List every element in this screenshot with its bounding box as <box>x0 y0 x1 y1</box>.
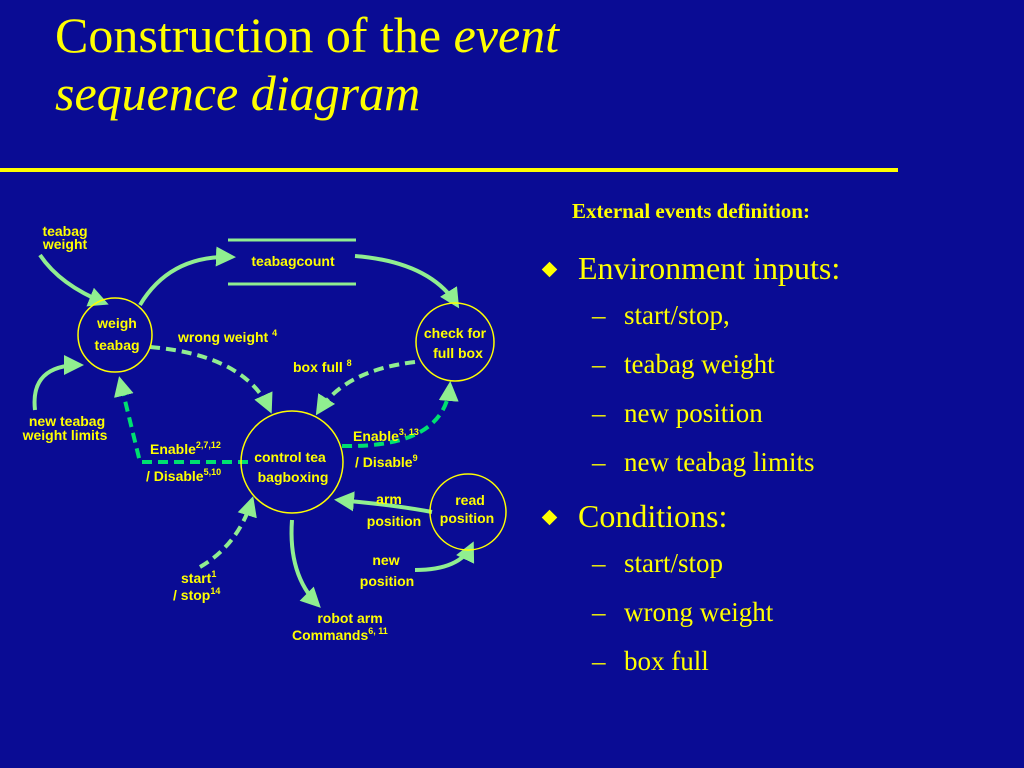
label-disable-right: / Disable9 <box>355 453 418 470</box>
bullet-label: Environment inputs: <box>578 250 841 286</box>
bullet-conditions: Conditions: <box>540 493 840 539</box>
flow-start-stop <box>198 496 257 569</box>
node-read-position: read position <box>429 473 507 551</box>
flow-read-to-control <box>334 491 433 514</box>
sub-bullet-text: box full <box>624 646 709 676</box>
label-enable-left: Enable2,7,12 <box>150 440 221 457</box>
flow-new-position <box>414 541 475 572</box>
label-arm-position-2: position <box>367 513 421 529</box>
title-rule <box>0 168 898 172</box>
label-commands: Commands6, 11 <box>292 626 388 643</box>
flow-new-limits <box>32 355 84 411</box>
label-box-full: box full 8 <box>293 358 352 375</box>
sub-bullet: –new teabag limits <box>540 438 840 487</box>
label-new-limits-2: weight limits <box>22 427 108 443</box>
dash-icon: – <box>592 398 606 428</box>
svg-text:bagboxing: bagboxing <box>258 469 329 485</box>
dash-icon: – <box>592 300 606 330</box>
label-wrong-weight: wrong weight 4 <box>177 328 277 345</box>
bullet-environment-inputs: Environment inputs: <box>540 245 840 291</box>
dash-icon: – <box>592 646 606 676</box>
sub-bullet: –teabag weight <box>540 340 840 389</box>
label-robot-arm: robot arm <box>317 610 382 626</box>
label-new-position-2: position <box>360 573 414 589</box>
flow-wrong-weight <box>149 345 273 414</box>
label-teabag-weight-1: teabag <box>42 223 87 239</box>
sub-bullet: –start/stop <box>540 539 840 588</box>
sub-bullet: –wrong weight <box>540 588 840 637</box>
store-label: teabagcount <box>251 253 335 269</box>
svg-text:control tea: control tea <box>254 449 326 465</box>
store-teabagcount: teabagcount <box>228 238 356 286</box>
sub-bullet: –new position <box>540 389 840 438</box>
node-control-teabagboxing: control tea bagboxing <box>240 410 344 514</box>
sub-bullet: –start/stop, <box>540 291 840 340</box>
label-new-limits-1: new teabag <box>29 413 105 429</box>
label-new-position-1: new <box>372 552 399 568</box>
slide-title: Construction of the event sequence diagr… <box>55 6 559 122</box>
dash-icon: – <box>592 548 606 578</box>
sub-bullet-text: start/stop, <box>624 300 730 330</box>
node-weigh-teabag: weigh teabag <box>77 297 153 373</box>
svg-text:position: position <box>440 510 494 526</box>
label-stop: / stop14 <box>173 586 220 603</box>
dash-icon: – <box>592 597 606 627</box>
flow-teabag-weight <box>38 253 109 307</box>
title-italic-2: sequence diagram <box>55 65 421 121</box>
dash-icon: – <box>592 447 606 477</box>
svg-text:read: read <box>455 492 485 508</box>
dash-icon: – <box>592 349 606 379</box>
flow-box-full <box>315 360 416 416</box>
title-italic-1: event <box>453 7 560 63</box>
flow-control-to-robot <box>289 519 321 608</box>
title-plain: Construction of the <box>55 7 454 63</box>
flow-count-to-check <box>354 254 460 309</box>
sub-bullet: –box full <box>540 637 840 686</box>
label-start: start1 <box>181 569 216 586</box>
external-events-heading: External events definition: <box>572 199 810 223</box>
bullet-label: Conditions: <box>578 498 728 534</box>
node-check-full-box: check for full box <box>415 302 495 382</box>
label-disable-left: / Disable5,10 <box>146 467 221 484</box>
bullet-list: Environment inputs: –start/stop, –teabag… <box>540 245 840 686</box>
svg-text:weigh: weigh <box>96 315 137 331</box>
label-enable-right: Enable3, 13 <box>353 427 419 444</box>
flow-enable-right <box>341 381 459 449</box>
svg-text:teabag: teabag <box>94 337 139 353</box>
sub-bullet-text: start/stop <box>624 548 723 578</box>
svg-text:full box: full box <box>433 345 483 361</box>
svg-text:check for: check for <box>424 325 487 341</box>
sub-bullet-text: new position <box>624 398 763 428</box>
flow-weigh-to-count <box>138 246 236 307</box>
label-teabag-weight-2: weight <box>42 236 88 252</box>
flow-enable-left <box>114 376 248 464</box>
sub-bullet-text: wrong weight <box>624 597 774 627</box>
sub-bullet-text: teabag weight <box>624 349 775 379</box>
label-arm-position-1: arm <box>376 491 402 507</box>
sub-bullet-text: new teabag limits <box>624 447 815 477</box>
